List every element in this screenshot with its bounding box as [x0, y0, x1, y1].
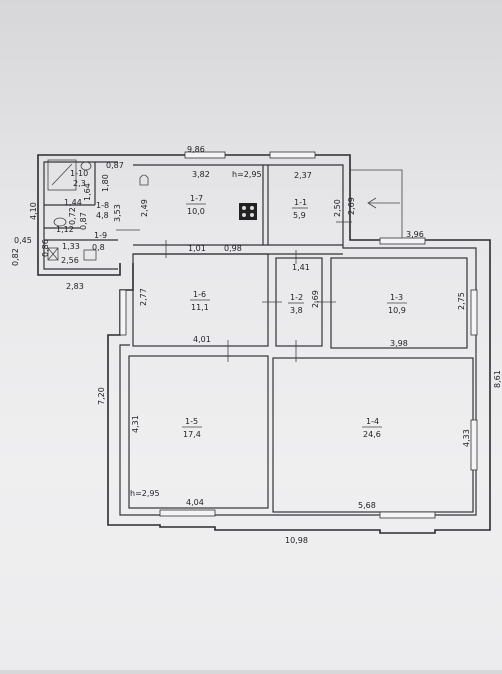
dim-1-7-height: 2,49: [140, 199, 149, 217]
dim-1-1-height: 2,50: [333, 199, 342, 217]
room-area-1-6: 11,1: [191, 303, 209, 312]
room-id-1-8: 1-8: [96, 201, 109, 210]
dim-2-56: 2,56: [61, 256, 79, 265]
room-area-1-3: 10,9: [388, 306, 406, 315]
dim-1-12: 1,12: [56, 225, 74, 234]
dim-1-6-width: 4,01: [193, 335, 211, 344]
dim-4-10: 4,10: [29, 202, 38, 220]
dim-0-87: 0,87: [79, 212, 88, 230]
dim-1-01: 1,01: [188, 244, 206, 253]
room-area-1-10: 2,3: [73, 179, 86, 188]
dim-bottom-total: 10,98: [285, 536, 308, 545]
annex-wall-inner: [43, 161, 118, 270]
window: [269, 151, 316, 159]
bathtub-icon: [47, 159, 77, 191]
stove-burner-1: [242, 206, 246, 210]
dim-1-4-height: 4,33: [462, 429, 471, 447]
dim-0-45: 0,45: [14, 236, 32, 245]
dim-1-3-width: 3,98: [390, 339, 408, 348]
room-id-1-2: 1-2: [290, 293, 303, 302]
dim-1-41: 1,41: [292, 263, 310, 272]
dim-height-bottom: h=2,95: [130, 489, 160, 498]
window: [184, 151, 226, 159]
dim-1-6-height: 2,77: [139, 288, 148, 306]
dim-3-96: 3,96: [406, 230, 424, 239]
window: [159, 509, 216, 517]
wall-room-1-3: [330, 257, 468, 349]
stove-burner-3: [242, 213, 246, 217]
dim-1-33: 1,33: [62, 242, 80, 251]
boiler-icon: [83, 249, 97, 261]
stove-burner-2: [250, 206, 254, 210]
outer-wall-inner: [119, 164, 477, 516]
room-id-1-3: 1-3: [390, 293, 403, 302]
room-area-1-4: 24,6: [363, 430, 381, 439]
room-id-1-9: 1-9: [94, 231, 107, 240]
heater-icon: [47, 247, 59, 261]
room-id-1-5: 1-5: [185, 417, 198, 426]
wall-room-1-5: [128, 355, 269, 509]
heater-cross-2: [47, 247, 59, 261]
room-id-1-1: 1-1: [294, 198, 307, 207]
room-area-1-1: 5,9: [293, 211, 306, 220]
room-area-1-9: 0,8: [92, 243, 105, 252]
room-id-1-6: 1-6: [193, 290, 206, 299]
bathtub-diagonal: [51, 163, 73, 186]
dim-1-7-width: 3,82: [192, 170, 210, 179]
window: [119, 289, 127, 336]
dim-1-44: 1,44: [64, 198, 82, 207]
room-area-1-2: 3,8: [290, 306, 303, 315]
room-id-1-7: 1-7: [190, 194, 203, 203]
dim-height-top: h=2,95: [232, 170, 262, 179]
sink-icon: [80, 161, 92, 171]
dim-1-5-height: 4,31: [131, 415, 140, 433]
dim-1-80: 1,80: [101, 174, 110, 192]
room-id-1-10: 1-10: [70, 169, 88, 178]
dim-1-1-width: 2,37: [294, 171, 312, 180]
dim-2-83: 2,83: [66, 282, 84, 291]
dim-0-72: 0,72: [68, 207, 77, 225]
window: [470, 289, 478, 336]
dim-1-3-height: 2,75: [457, 292, 466, 310]
dim-1-5-width: 4,04: [186, 498, 204, 507]
room-area-1-5: 17,4: [183, 430, 201, 439]
dim-1-4-width: 5,68: [358, 501, 376, 510]
room-area-1-7: 10,0: [187, 207, 205, 216]
annex-wall: [37, 154, 121, 276]
dim-1-64: 1,64: [83, 183, 92, 201]
stove-burner-4: [250, 213, 254, 217]
dim-0-86: 0,86: [41, 239, 50, 257]
dim-top-total: 9,86: [187, 145, 205, 154]
dim-annex-height: 3,53: [113, 204, 122, 222]
window: [379, 237, 426, 245]
stove-icon: [239, 203, 257, 220]
entry-arrow-head: [367, 197, 377, 209]
dim-1-2-height: 2,69: [311, 290, 320, 308]
dim-right-total: 8,61: [493, 370, 502, 388]
dim-0-82: 0,82: [11, 248, 20, 266]
dim-0-98: 0,98: [224, 244, 242, 253]
porch-outline: [350, 169, 403, 240]
toilet-icon: [53, 217, 67, 227]
dim-porch: 2,69: [347, 197, 356, 215]
wall-room-1-6: [132, 253, 269, 347]
window: [470, 419, 478, 471]
dim-left-total: 7,20: [97, 387, 106, 405]
dim-annex-top: 0,87: [106, 161, 124, 170]
room-id-1-4: 1-4: [366, 417, 379, 426]
window: [379, 511, 436, 519]
chimney-icon: [139, 174, 149, 186]
room-area-1-8: 4,8: [96, 211, 109, 220]
